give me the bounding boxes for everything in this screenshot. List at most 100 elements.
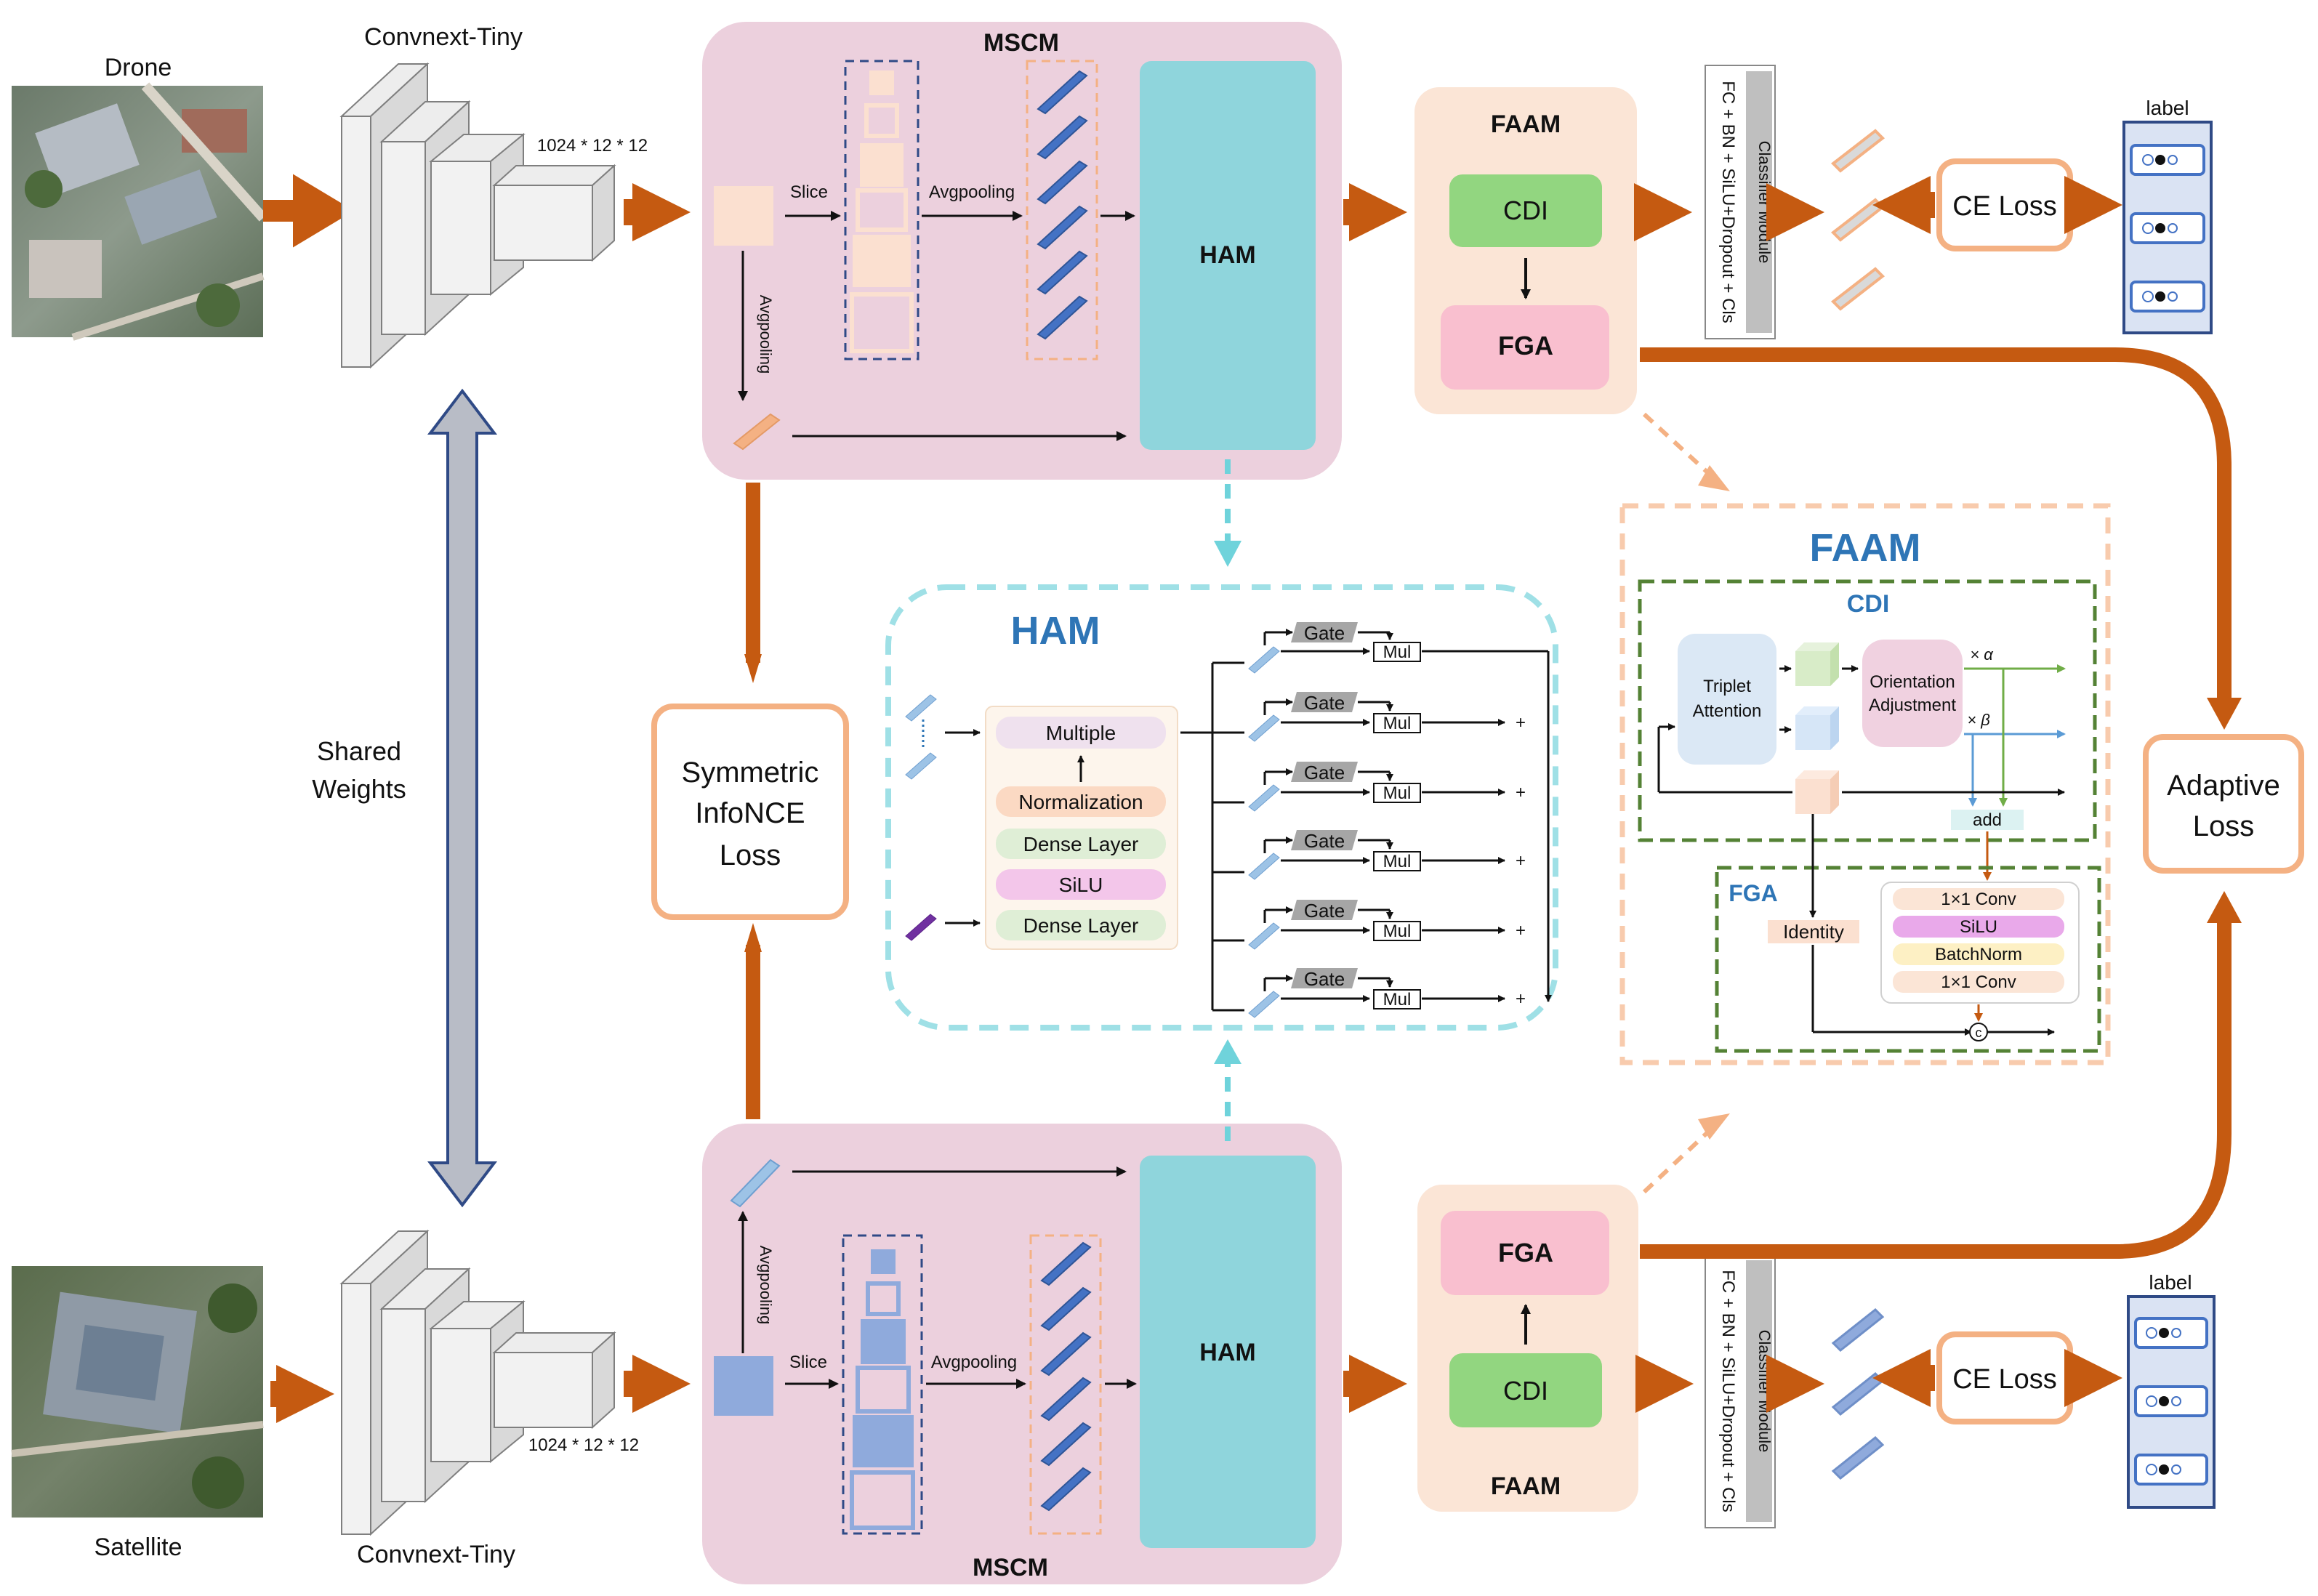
satellite-ham-block (1140, 1156, 1316, 1548)
arrow-drone-to-backbone (263, 174, 355, 248)
shared-weights-line1: Shared (317, 736, 401, 766)
ham-gate-5: Gate (1304, 900, 1345, 922)
satellite-classifier-body: FC + BN + SiLU+Dropout + Cls (1718, 1270, 1738, 1512)
fga-conv2: 1×1 Conv (1941, 972, 2016, 992)
satellite-label: Satellite (94, 1533, 182, 1561)
drone-label-title: label (2146, 97, 2189, 119)
satellite-label-title: label (2149, 1271, 2192, 1294)
ham-detail-title: HAM (1011, 609, 1100, 653)
drone-classifier-body: FC + BN + SiLU+Dropout + Cls (1718, 81, 1738, 323)
drone-avgpool-h-label: Avgpooling (929, 182, 1015, 202)
satellite-avgpool-v-label: Avgpooling (757, 1246, 775, 1324)
drone-branch: Drone Convnext-Tiny 1024 * 12 * 12 MSCM (12, 22, 2213, 480)
ham-dense2: Dense Layer (1023, 914, 1139, 937)
ham-gate-1: Gate (1304, 622, 1345, 644)
adaptive-loss: Adaptive Loss (1640, 347, 2304, 1259)
drone-cdi-block (1449, 174, 1602, 247)
drone-slice-stack (850, 70, 914, 353)
identity-label: Identity (1783, 921, 1844, 943)
adaptive-line2: Loss (2193, 810, 2255, 842)
faam-detail: FAAM CDI Triplet Attention Orientation A… (1619, 412, 2111, 1194)
orientation-line2: Adjustment (1869, 696, 1956, 715)
fga-detail-title: FGA (1729, 880, 1778, 906)
cdi-detail-frame (1638, 579, 2097, 842)
satellite-ce-loss-label: CE Loss (1952, 1364, 2057, 1395)
satellite-ham-label: HAM (1199, 1339, 1255, 1366)
cdi-detail-title: CDI (1847, 590, 1890, 618)
drone-image (12, 82, 267, 341)
drone-mscm-title: MSCM (983, 29, 1059, 57)
ham-detail: HAM Multiple Normalization Dense Layer S… (885, 459, 1558, 1141)
fga-batchnorm: BatchNorm (1935, 945, 2022, 964)
ham-plus-2: + (1516, 783, 1526, 802)
drone-feature-square (714, 186, 773, 246)
satellite-mscm-title: MSCM (973, 1554, 1048, 1581)
drone-slice-label: Slice (790, 182, 828, 202)
adaptive-loss-box (2143, 734, 2304, 874)
infonce-line3: Loss (720, 839, 781, 871)
orientation-adjustment-block (1862, 640, 1963, 747)
drone-faam-title: FAAM (1491, 110, 1561, 138)
satellite-image (11, 1266, 264, 1518)
satellite-feature-dim: 1024 * 12 * 12 (528, 1435, 639, 1455)
ham-silu: SiLU (1059, 874, 1103, 896)
infonce-loss: Symmetric InfoNCE Loss (651, 483, 849, 1119)
identity-block (1768, 920, 1859, 943)
ham-plus-3: + (1516, 851, 1526, 871)
faam-detail-frame (1619, 503, 2111, 1065)
drone-fga-label: FGA (1498, 331, 1553, 360)
faam-detail-title: FAAM (1810, 526, 1921, 570)
shared-weights-double-arrow (427, 388, 498, 1208)
infonce-line1: Symmetric (682, 757, 819, 789)
drone-cdi-label: CDI (1503, 196, 1548, 225)
fga-silu: SiLU (1960, 917, 1997, 937)
drone-pooled-global-vector (733, 413, 781, 451)
satellite-avgpool-h-label: Avgpooling (931, 1353, 1017, 1372)
satellite-slice-stack (850, 1249, 915, 1530)
satellite-faam-title: FAAM (1491, 1472, 1561, 1500)
satellite-classifier: Classifier Module FC + BN + SiLU+Dropout… (1705, 1254, 1776, 1528)
ham-detail-frame (885, 584, 1558, 1031)
satellite-pooled-column (1029, 1234, 1102, 1535)
adaptive-line1: Adaptive (2167, 770, 2280, 802)
shared-weights-line2: Weights (312, 774, 406, 804)
satellite-backbone (339, 1229, 616, 1536)
orientation-line1: Orientation (1870, 672, 1955, 692)
ham-mul-4: Mul (1383, 852, 1412, 871)
drone-backbone-label: Convnext-Tiny (364, 23, 523, 51)
infonce-line2: InfoNCE (695, 797, 805, 829)
ham-dense1: Dense Layer (1023, 833, 1139, 855)
satellite-backbone-label: Convnext-Tiny (357, 1541, 515, 1568)
add-label: add (1973, 810, 2002, 830)
triplet-line2: Attention (1693, 701, 1762, 721)
drone-feature-dim: 1024 * 12 * 12 (537, 136, 648, 156)
fga-conv1: 1×1 Conv (1941, 890, 2016, 909)
drone-slices-column (844, 60, 919, 360)
drone-pooled-column (1026, 60, 1098, 360)
ham-mul-6: Mul (1383, 990, 1412, 1009)
satellite-fga-block (1441, 1211, 1609, 1295)
ham-plus-1: + (1516, 713, 1526, 733)
ham-plus-4: + (1516, 921, 1526, 940)
drone-ce-loss-label: CE Loss (1952, 191, 2057, 222)
ham-gate-6: Gate (1304, 968, 1345, 990)
satellite-classifier-title: Classifier Module (1755, 1330, 1774, 1453)
beta-label: × β (1967, 711, 1990, 729)
satellite-slices-column (842, 1234, 923, 1535)
shared-weights: Shared Weights (312, 388, 498, 1208)
ham-mul-2: Mul (1383, 714, 1412, 733)
add-block (1951, 810, 2024, 830)
drone-avgpool-v-label: Avgpooling (757, 295, 775, 374)
ham-mul-3: Mul (1383, 783, 1412, 803)
drone-backbone (339, 62, 616, 369)
drone-label-onehots (2130, 144, 2205, 313)
satellite-feature-square (714, 1356, 773, 1416)
drone-ham-block (1140, 61, 1316, 450)
drone-classifier-title: Classifier Module (1755, 141, 1774, 264)
ham-gate-3: Gate (1304, 762, 1345, 783)
satellite-output-vectors (1831, 1307, 1885, 1480)
satellite-cdi-label: CDI (1503, 1376, 1548, 1406)
drone-output-vectors (1830, 129, 1886, 311)
ham-gate-4: Gate (1304, 830, 1345, 852)
